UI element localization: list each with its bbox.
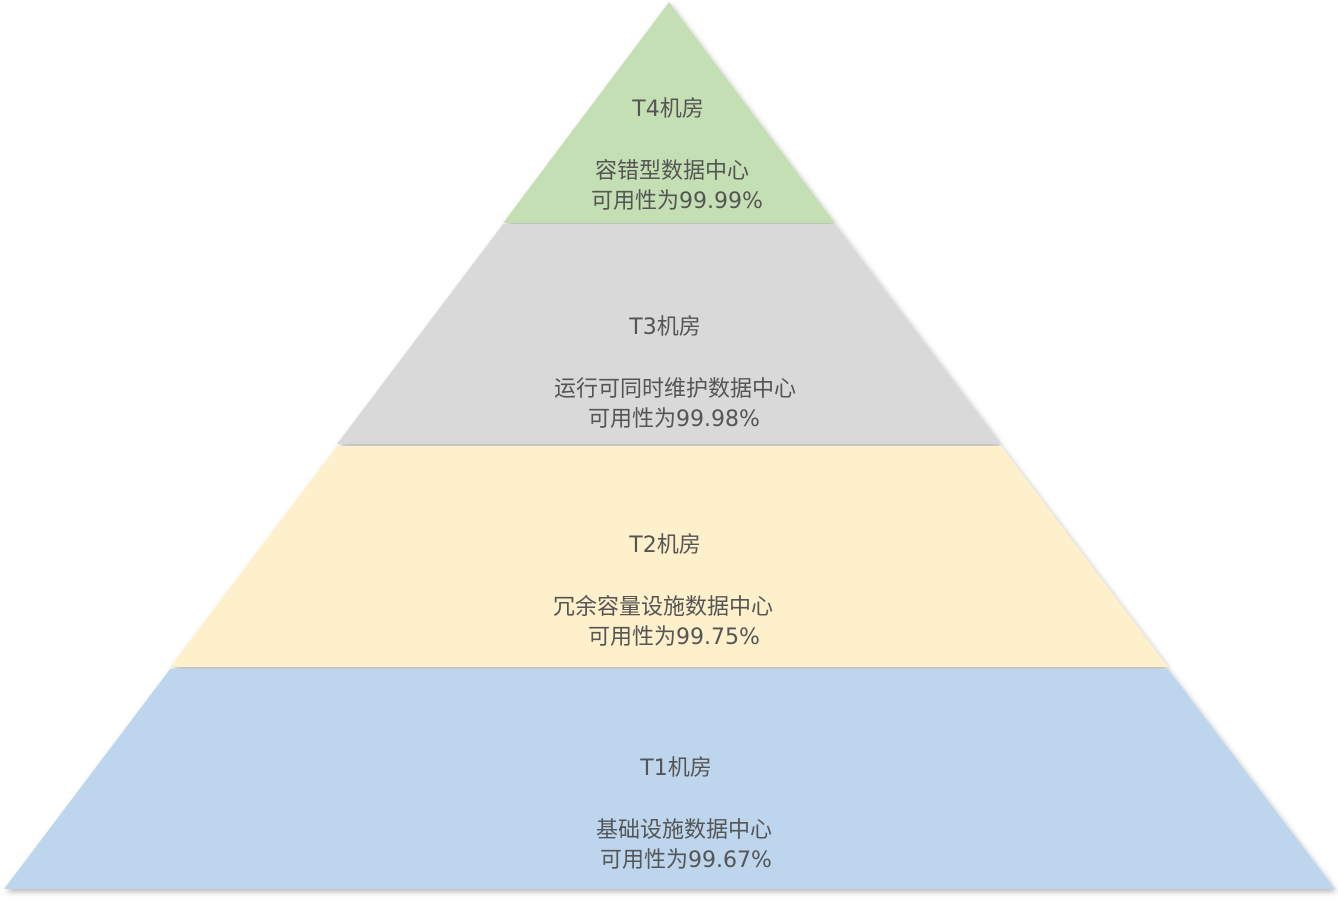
tier-t3-description: 运行可同时维护数据中心	[554, 377, 796, 402]
tier-t3-title: T3机房	[628, 315, 700, 340]
tier-t4-title: T4机房	[631, 97, 703, 122]
tier-t4-description: 容错型数据中心	[595, 159, 749, 184]
tier-t4: T4机房 容错型数据中心 可用性为99.99%	[503, 2, 835, 223]
tier-t3-shape	[337, 224, 1001, 444]
tier-t3: T3机房 运行可同时维护数据中心 可用性为99.98%	[337, 224, 1001, 444]
tier-t2-availability: 可用性为99.75%	[588, 625, 760, 650]
tier-t2-title: T2机房	[628, 533, 700, 558]
tier-t1: T1机房 基础设施数据中心 可用性为99.67%	[4, 669, 1335, 889]
tier-t1-shape	[4, 669, 1335, 889]
tier-t2-description: 冗余容量设施数据中心	[553, 595, 773, 620]
tier-t1-title: T1机房	[639, 756, 711, 781]
tier-t4-availability: 可用性为99.99%	[591, 189, 763, 214]
tier-t4-shape	[503, 2, 835, 223]
tier-t1-availability: 可用性为99.67%	[600, 848, 772, 873]
tier-t1-description: 基础设施数据中心	[596, 818, 772, 843]
tier-t2: T2机房 冗余容量设施数据中心 可用性为99.75%	[170, 446, 1168, 667]
tier-t3-availability: 可用性为99.98%	[588, 407, 760, 432]
tier-t2-shape	[170, 446, 1168, 667]
